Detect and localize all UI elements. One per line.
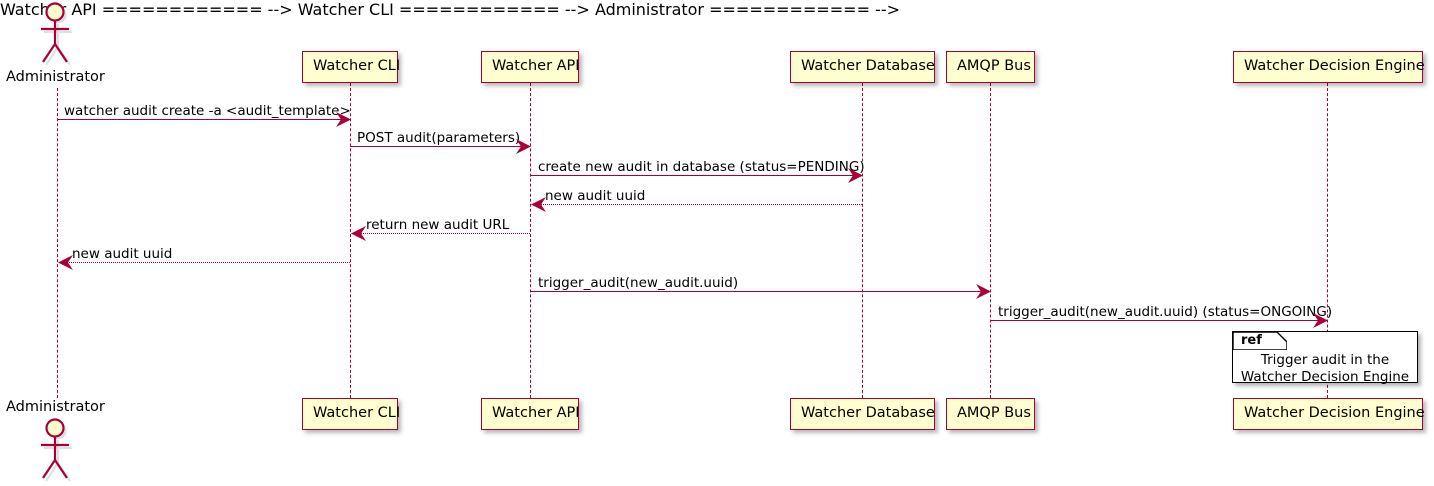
message-line-7 [530,291,983,292]
message-arrowhead-8 [1313,313,1328,328]
ref-fragment-body: Trigger audit in the Watcher Decision En… [1233,352,1417,386]
participant-watcher-cli-top[interactable]: Watcher CLI [302,51,400,83]
lifeline-watcher-database [862,83,863,398]
ref-fragment-line-2: Watcher Decision Engine [1240,369,1410,385]
message-line-6 [64,262,350,263]
message-arrowhead-5 [351,226,366,241]
message-label-8: trigger_audit(new_audit.uuid) (status=ON… [998,304,1333,320]
message-label-7: trigger_audit(new_audit.uuid) [538,275,739,291]
message-arrowhead-2 [516,139,531,154]
message-line-5 [357,233,530,234]
message-line-3 [530,175,855,176]
message-label-3: create new audit in database (status=PEN… [538,159,865,175]
ref-fragment-line-1: Trigger audit in the [1260,352,1390,368]
message-arrowhead-4 [531,197,546,212]
message-label-6: new audit uuid [72,246,173,262]
message-label-2: POST audit(parameters) [357,130,521,146]
ref-fragment-keyword: ref [1241,333,1262,348]
message-arrowhead-7 [976,284,991,299]
message-label-4: new audit uuid [545,188,646,204]
participant-watcher-api-bottom[interactable]: Watcher API [481,398,580,430]
message-line-4 [537,204,862,205]
participant-watcher-api-top[interactable]: Watcher API [481,51,580,83]
ref-fragment: ref Trigger audit in the Watcher Decisio… [1232,331,1418,386]
message-arrowhead-3 [848,168,863,183]
participant-amqp-bus-bottom[interactable]: AMQP Bus [946,398,1035,430]
ref-fragment-tab: ref [1233,332,1287,350]
participant-watcher-decision-engine-bottom[interactable]: Watcher Decision Engine [1233,398,1425,430]
participant-watcher-database-top[interactable]: Watcher Database [790,51,935,83]
actor-label-administrator-bottom: Administrator [6,399,105,415]
message-line-1 [57,119,343,120]
lifeline-administrator [57,88,58,398]
lifeline-watcher-decision-engine [1327,83,1328,398]
message-line-2 [350,146,523,147]
actor-administrator-top [41,2,72,66]
message-label-5: return new audit URL [366,217,510,233]
participant-watcher-cli-bottom[interactable]: Watcher CLI [302,398,400,430]
lifeline-amqp-bus [990,83,991,398]
lifeline-watcher-api [530,83,531,398]
participant-watcher-decision-engine-top[interactable]: Watcher Decision Engine [1233,51,1425,83]
actor-administrator-bottom [41,418,72,482]
message-arrowhead-6 [58,255,73,270]
participant-amqp-bus-top[interactable]: AMQP Bus [946,51,1035,83]
message-label-1: watcher audit create -a <audit_template> [64,103,351,119]
message-arrowhead-1 [336,112,351,127]
participant-watcher-database-bottom[interactable]: Watcher Database [790,398,935,430]
lifeline-watcher-cli [350,83,351,398]
message-line-8 [990,320,1320,321]
actor-label-administrator-top: Administrator [6,69,105,85]
